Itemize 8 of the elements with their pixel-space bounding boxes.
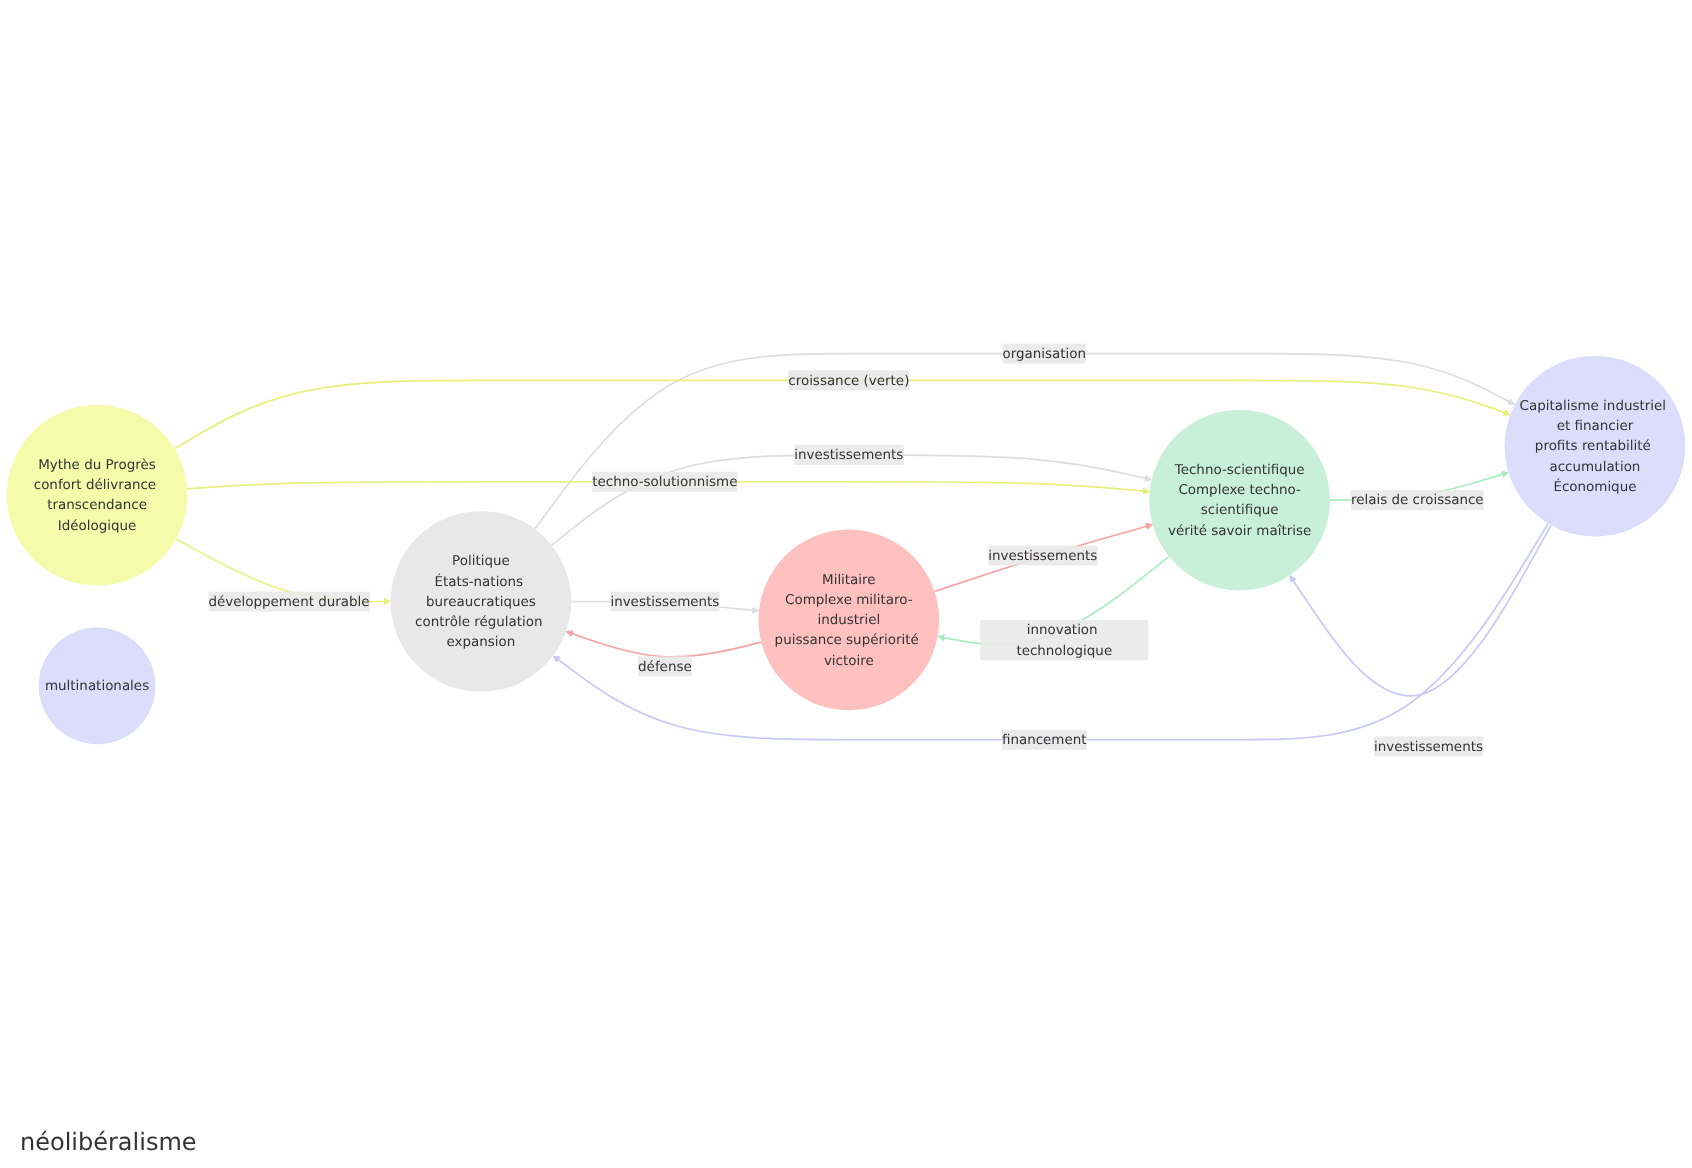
- arrow: [533, 352, 1516, 530]
- arrow: [550, 454, 1152, 546]
- arrow: [933, 522, 1153, 593]
- note-text: néolibéralisme: [20, 1128, 197, 1156]
- arrow: [552, 522, 1549, 741]
- arrow: [1289, 524, 1552, 697]
- arrow: [565, 630, 763, 658]
- arrow: [173, 379, 1511, 450]
